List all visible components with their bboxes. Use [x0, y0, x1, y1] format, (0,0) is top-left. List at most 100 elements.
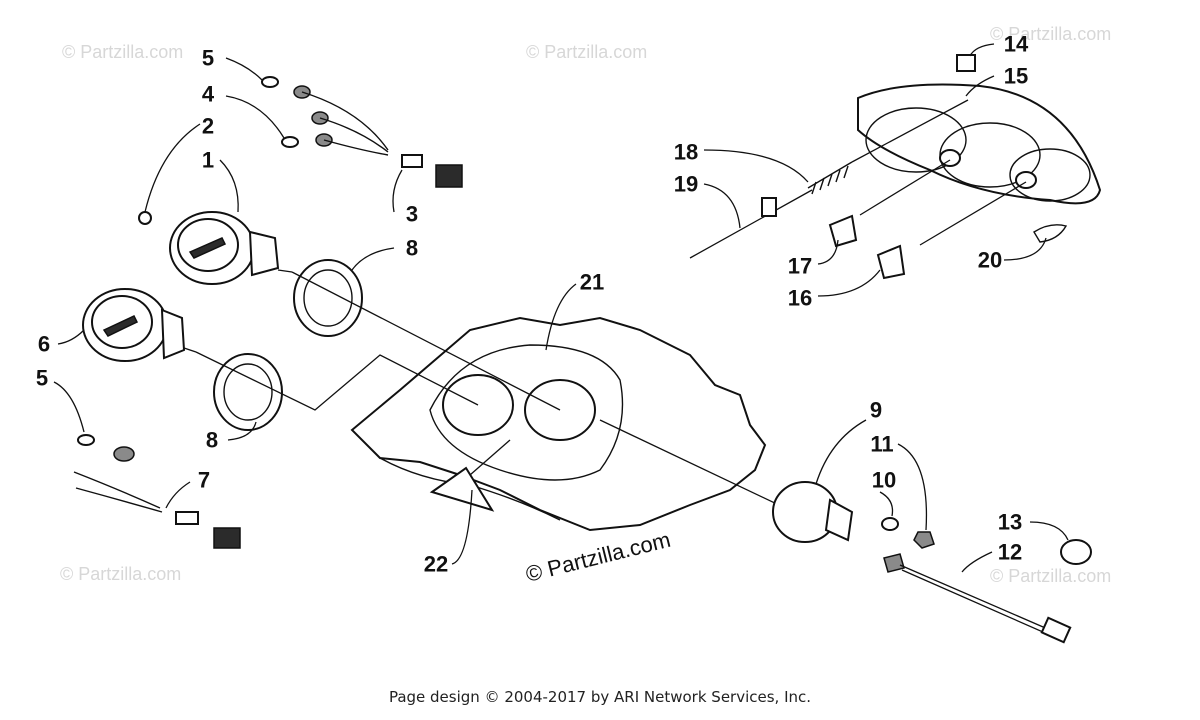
harness-upper-connector	[435, 164, 463, 188]
washer-10	[881, 517, 899, 531]
callout-7: 7	[198, 468, 210, 493]
bezel-ring-lower-inner	[223, 363, 273, 421]
leader-17	[817, 239, 839, 265]
assembly-line-headlight-switch	[599, 419, 801, 516]
callout-17: 17	[788, 254, 812, 279]
bulb-17	[828, 214, 858, 248]
callout-13: 13	[998, 510, 1022, 535]
leader-1	[219, 159, 239, 213]
gauge-1-stud	[277, 269, 293, 273]
harness-upper-sleeve	[401, 154, 423, 168]
gauge-6-housing	[160, 308, 186, 360]
callout-18: 18	[674, 140, 698, 165]
switch-assembly	[772, 481, 935, 549]
callout-5-upper: 5	[202, 46, 214, 71]
callout-8-lower: 8	[206, 428, 218, 453]
harness-lower-connector	[213, 527, 241, 549]
assembly-line-spring	[851, 99, 969, 163]
decal-22	[429, 439, 511, 512]
headlight-assembly	[689, 54, 1102, 280]
callout-5-lower: 5	[36, 366, 48, 391]
cable-12-end	[1040, 616, 1072, 644]
bulb-16	[876, 244, 906, 280]
callout-22: 22	[424, 552, 448, 577]
leader-5-lower	[53, 381, 85, 433]
leader-21	[545, 283, 577, 351]
cable-12-nut	[883, 553, 905, 573]
leader-22	[451, 489, 473, 565]
callout-8-upper: 8	[406, 236, 418, 261]
dash-panel-21	[350, 316, 767, 532]
callout-14: 14	[1004, 32, 1029, 57]
callout-19: 19	[674, 172, 698, 197]
assembly-line-gauge-1	[291, 271, 561, 411]
watermark-top-right: © Partzilla.com	[990, 24, 1111, 44]
headlight-15-housing	[857, 83, 1102, 205]
leader-7	[165, 481, 191, 509]
cable-assembly	[883, 539, 1092, 644]
callout-2: 2	[202, 114, 214, 139]
leader-6	[57, 329, 85, 345]
callout-9: 9	[870, 398, 882, 423]
footer-copyright: Page design © 2004-2017 by ARI Network S…	[388, 688, 812, 706]
watermark-bottom-left: © Partzilla.com	[60, 564, 181, 584]
bulb-2	[138, 211, 152, 225]
cable-12-upper	[899, 564, 1051, 631]
leader-13	[1029, 521, 1069, 541]
gauge-6	[82, 288, 197, 362]
harness-upper	[138, 76, 463, 225]
bulb-socket-lower	[1015, 171, 1037, 189]
clip-20	[1033, 224, 1068, 243]
callout-21: 21	[580, 270, 604, 295]
callout-layer: 5 4 2 1 3 8 6 5 7 8 21 22 9 11 10 13 12 …	[36, 32, 1029, 577]
gauge-1-housing	[248, 230, 280, 277]
leader-14	[969, 43, 995, 57]
gauge-1	[169, 211, 293, 285]
clamp-13	[1060, 539, 1092, 565]
harness-lower-sleeve	[175, 511, 199, 525]
leader-8-lower	[227, 421, 257, 441]
leader-9	[815, 419, 867, 485]
switch-9-knob	[824, 498, 854, 542]
leader-19	[703, 183, 741, 229]
bulb-5-lower	[77, 434, 95, 446]
leader-2	[144, 123, 201, 213]
callout-20: 20	[978, 248, 1002, 273]
socket-lower	[113, 446, 135, 462]
leader-15	[965, 75, 995, 97]
callout-10: 10	[872, 468, 896, 493]
leader-10	[879, 491, 894, 517]
bulb-socket-upper	[939, 149, 961, 167]
headlight-15-lens-right	[1009, 148, 1091, 202]
callout-6: 6	[38, 332, 50, 357]
watermark-bottom-right: © Partzilla.com	[990, 566, 1111, 586]
watermark-top-left: © Partzilla.com	[62, 42, 183, 62]
headlight-15-lens-left	[865, 107, 967, 173]
harness-lower	[73, 434, 241, 549]
bulb-5-upper	[261, 76, 279, 88]
adjuster-screw-19	[689, 189, 813, 259]
leader-3	[392, 169, 403, 213]
leader-20	[1003, 237, 1047, 261]
leader-11	[897, 443, 928, 531]
assembly-line-gauge-6	[195, 351, 479, 411]
assembly-line-bulb-16	[919, 181, 1027, 246]
callout-11: 11	[870, 432, 893, 457]
callout-12: 12	[998, 540, 1022, 565]
callout-15: 15	[1004, 64, 1028, 89]
gauge-1-needle	[188, 237, 227, 259]
leader-8-upper	[351, 247, 395, 271]
leader-5-upper	[225, 57, 263, 81]
leader-18	[703, 149, 809, 183]
bulb-4	[281, 136, 299, 148]
clip-14	[956, 54, 976, 72]
decal-triangle	[429, 466, 495, 512]
callout-4: 4	[202, 82, 215, 107]
gauge-6-needle	[102, 315, 139, 337]
assembly-lines	[195, 271, 801, 516]
leader-lines	[53, 43, 1069, 573]
callout-3: 3	[406, 202, 418, 227]
gauge-bezel-opening	[429, 344, 624, 481]
leader-4	[225, 95, 285, 139]
